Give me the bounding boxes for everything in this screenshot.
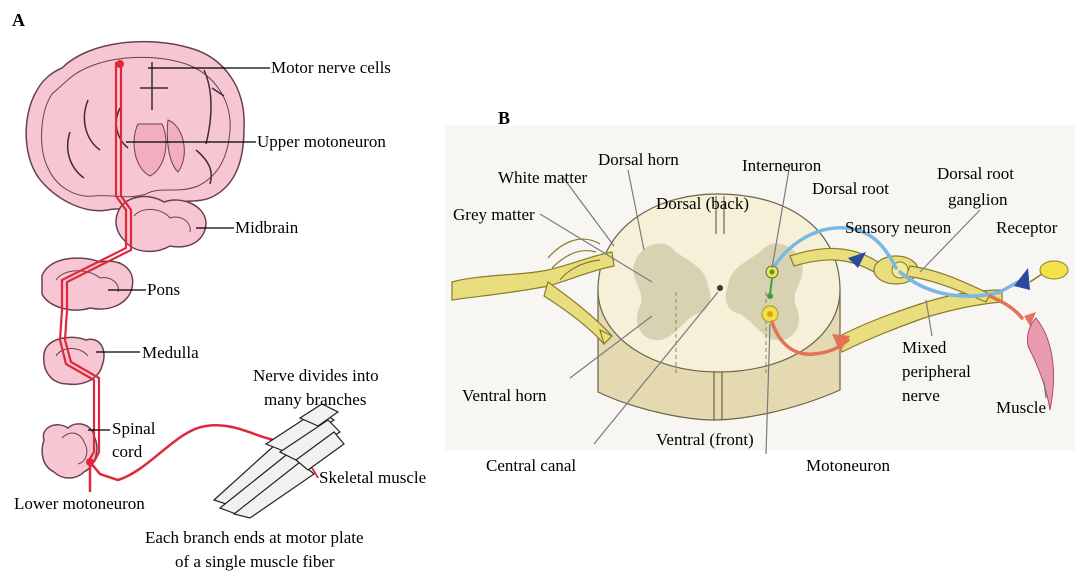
label-muscle: Muscle [996, 398, 1046, 417]
label-ventral-front: Ventral (front) [656, 430, 754, 449]
label-nerve: nerve [902, 386, 940, 405]
skeletal-muscle-drawing [214, 404, 344, 518]
label-mixed: Mixed [902, 338, 946, 357]
label-interneuron: Interneuron [742, 156, 821, 175]
brain-cerebrum [26, 42, 244, 211]
label-medulla: Medulla [142, 343, 199, 362]
label-motoneuron: Motoneuron [806, 456, 890, 475]
label-nerve-divides-1: Nerve divides into [253, 366, 379, 385]
panel-a-letter: A [12, 10, 25, 31]
label-spinal: Spinal [112, 419, 155, 438]
medulla-section [44, 337, 104, 384]
midbrain-section [116, 197, 206, 252]
motor-nerve-cell-body [116, 60, 124, 68]
label-central-canal: Central canal [486, 456, 576, 475]
spinal-cord-section [42, 424, 97, 478]
label-midbrain: Midbrain [235, 218, 298, 237]
panel-b-letter: B [498, 108, 510, 129]
label-dorsal-horn: Dorsal horn [598, 150, 679, 169]
label-branch-ends-1: Each branch ends at motor plate [145, 528, 364, 547]
label-white-matter: White matter [498, 168, 587, 187]
label-pons: Pons [147, 280, 180, 299]
label-drg-line2: ganglion [948, 190, 1008, 209]
label-drg-line1: Dorsal root [937, 164, 1014, 183]
label-nerve-divides-2: many branches [264, 390, 366, 409]
label-branch-ends-2: of a single muscle fiber [175, 552, 335, 571]
label-skeletal-muscle: Skeletal muscle [319, 468, 426, 487]
label-lower-motoneuron: Lower motoneuron [14, 494, 145, 513]
label-ventral-horn: Ventral horn [462, 386, 547, 405]
label-motor-nerve-cells: Motor nerve cells [271, 58, 391, 77]
label-sensory-neuron: Sensory neuron [845, 218, 951, 237]
label-peripheral: peripheral [902, 362, 971, 381]
pons-section [42, 258, 133, 310]
receptor-icon [1040, 261, 1068, 279]
label-dorsal-back: Dorsal (back) [656, 194, 749, 213]
label-dorsal-root: Dorsal root [812, 179, 889, 198]
label-grey-matter: Grey matter [453, 205, 535, 224]
central-canal [717, 285, 723, 291]
label-upper-motoneuron: Upper motoneuron [257, 132, 386, 151]
label-cord: cord [112, 442, 142, 461]
label-receptor: Receptor [996, 218, 1057, 237]
